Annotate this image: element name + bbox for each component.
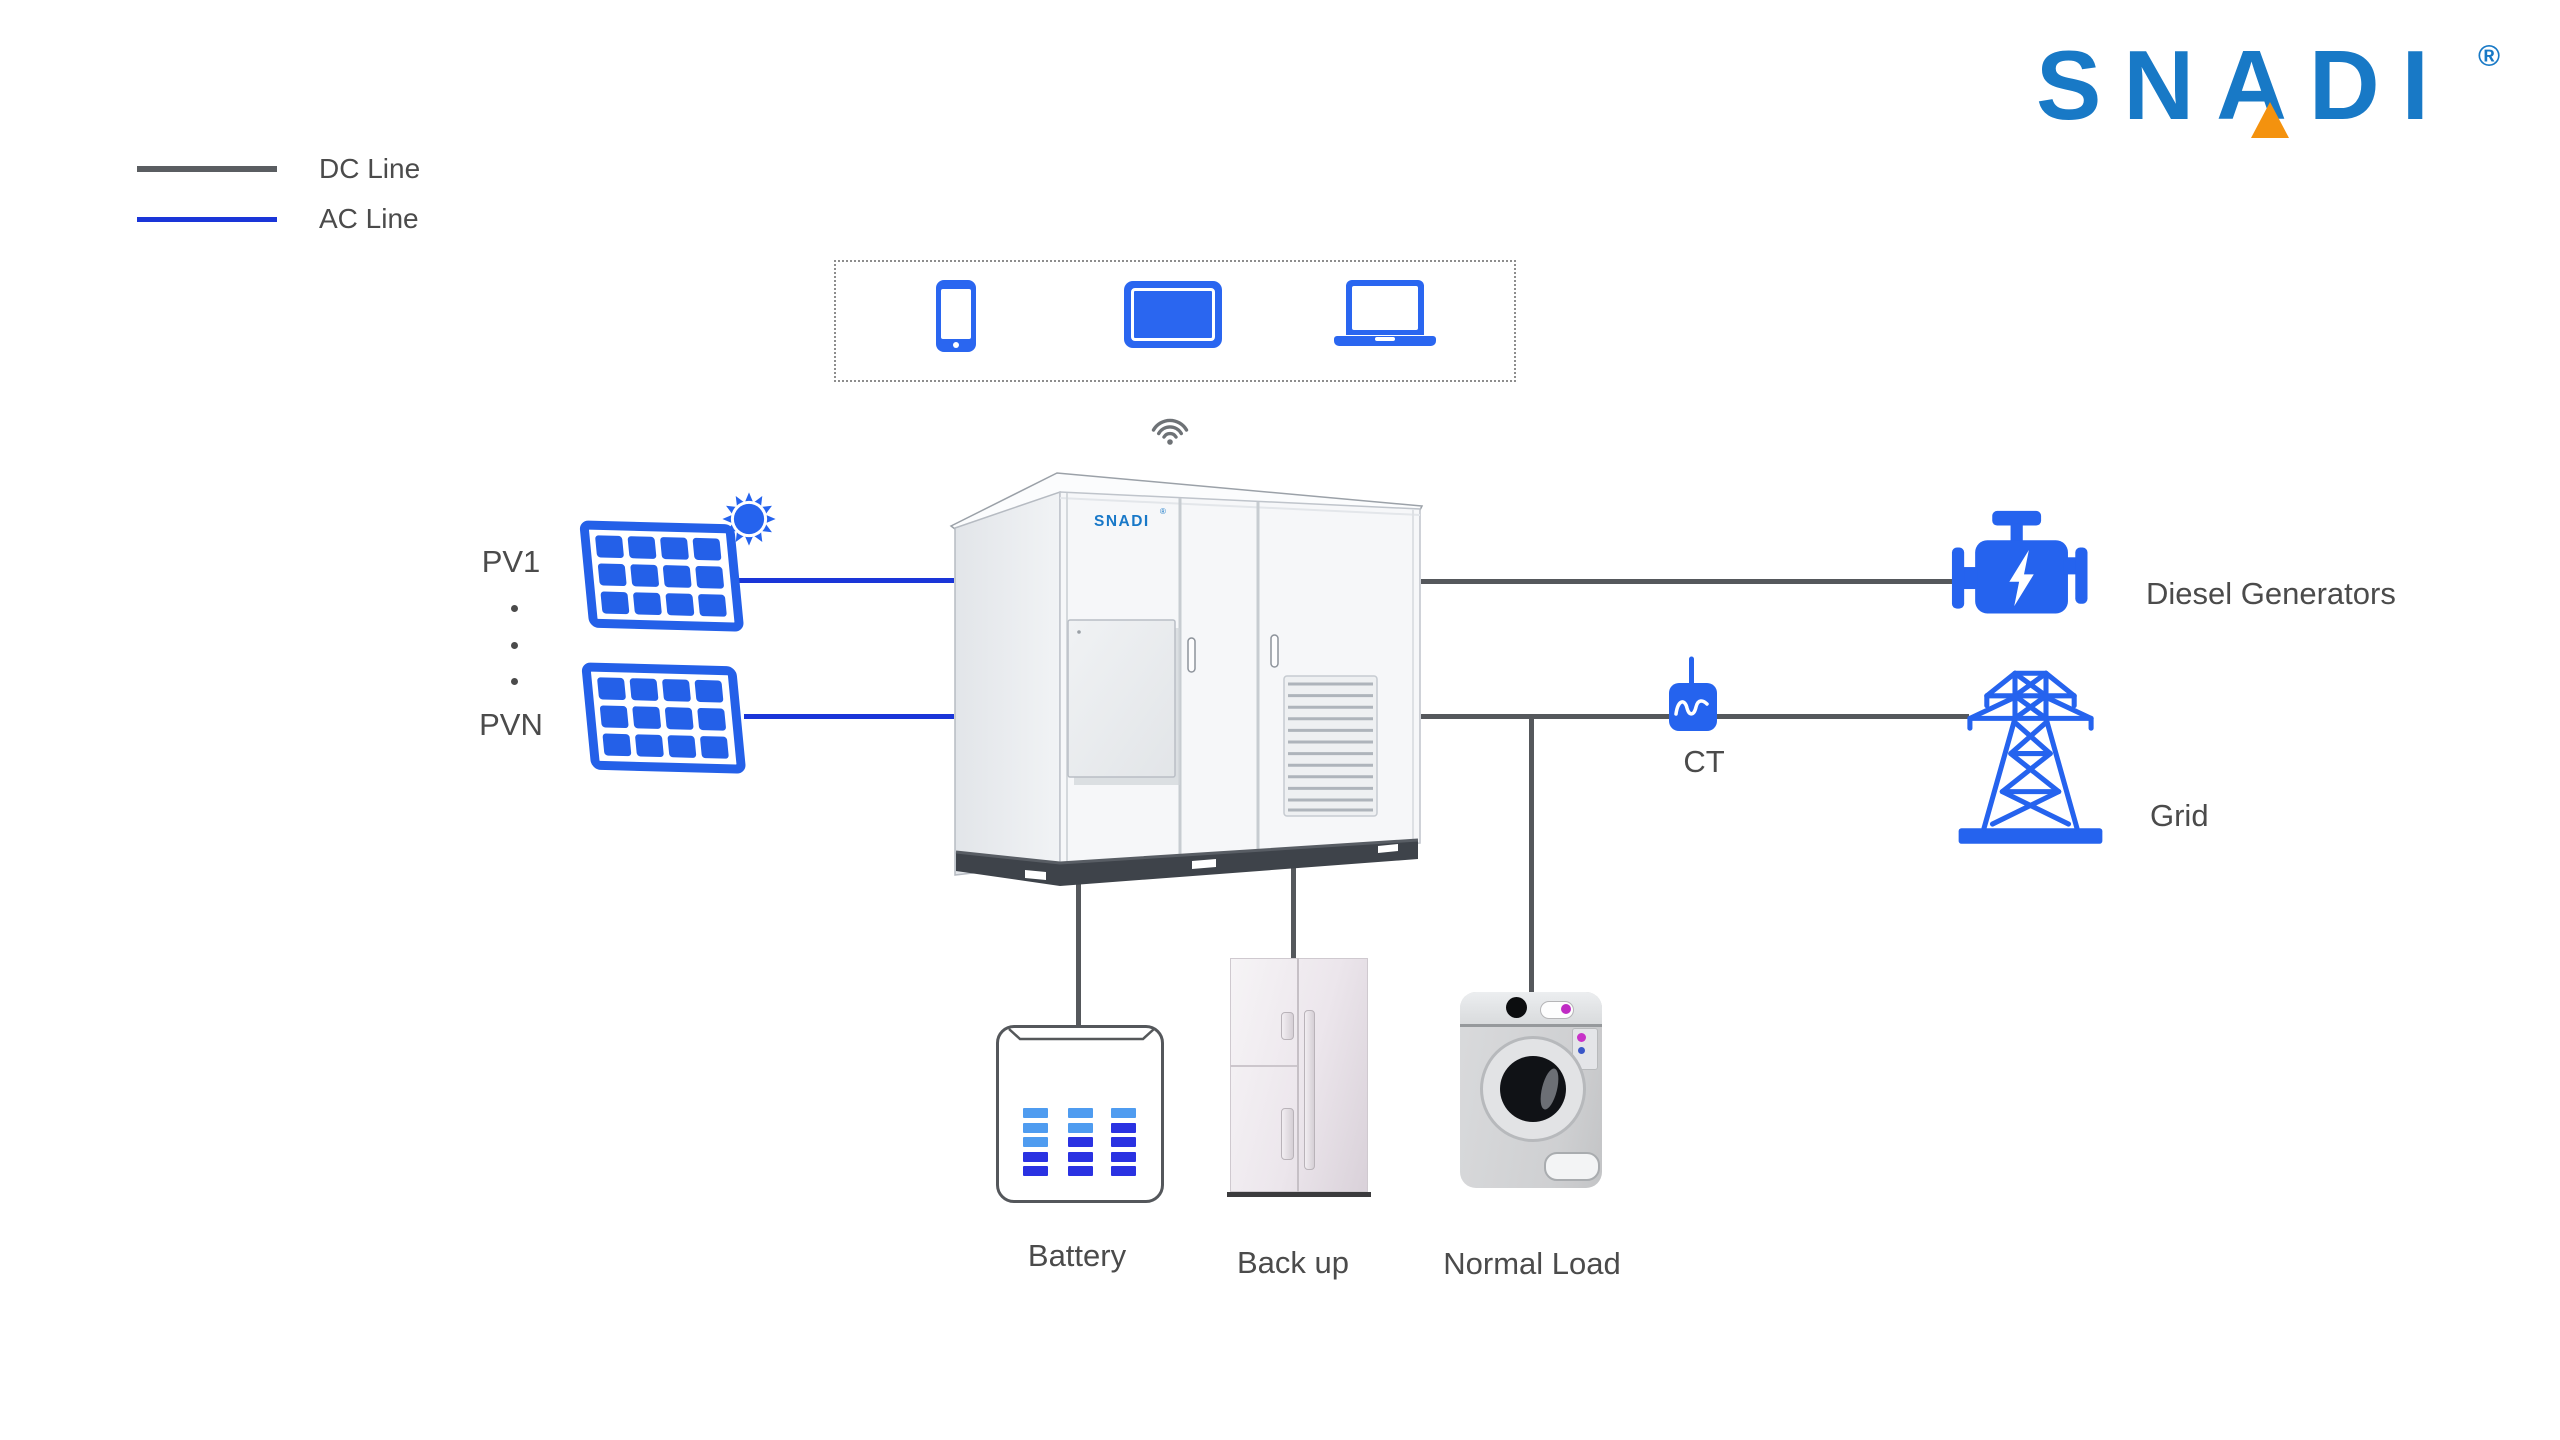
laptop-icon — [1334, 280, 1436, 346]
washer-drum-highlight — [1537, 1066, 1562, 1112]
tablet-screen — [1131, 288, 1215, 341]
battery-bars-column — [1068, 1108, 1093, 1181]
washer-door — [1480, 1036, 1586, 1142]
fridge-freezer-divider — [1230, 1065, 1297, 1067]
backup-fridge-icon — [1227, 958, 1371, 1197]
washer-control-panel — [1460, 992, 1602, 1027]
washer-knob — [1506, 997, 1527, 1018]
grid-label: Grid — [2150, 798, 2209, 833]
battery-lid-seam — [1008, 1028, 1155, 1041]
laptop-base — [1334, 336, 1436, 346]
legend-row-ac: AC Line — [137, 203, 419, 234]
ct-label: CT — [1683, 744, 1725, 779]
pvn-solar-panel-icon — [581, 662, 746, 774]
normal-load-washer-icon — [1460, 992, 1602, 1188]
pvn-label: PVN — [479, 707, 543, 742]
pv1-ac-line — [738, 578, 954, 583]
smartphone-screen — [941, 289, 971, 339]
dc-line-swatch — [137, 166, 277, 172]
sun-icon — [722, 492, 776, 546]
battery-bars-column — [1023, 1108, 1048, 1181]
pv1-solar-panel-icon — [579, 520, 744, 632]
battery-icon — [996, 1025, 1164, 1203]
backup-label: Back up — [1236, 1245, 1349, 1280]
normal-load-branch-line — [1529, 716, 1534, 996]
washer-display — [1540, 1001, 1574, 1019]
diesel-generators-label: Diesel Generators — [2146, 576, 2396, 611]
brand-logo-triangle-icon — [2251, 102, 2289, 138]
laptop-display — [1352, 286, 1418, 330]
laptop-notch — [1375, 337, 1395, 341]
battery-line — [1076, 884, 1081, 1030]
laptop-screen — [1346, 280, 1424, 335]
ct-sensor-icon — [1669, 656, 1717, 731]
washer-drum — [1500, 1056, 1566, 1122]
diesel-dc-line — [1421, 579, 1955, 584]
pv-ellipsis-dot: · — [511, 678, 518, 685]
fridge-handle — [1281, 1108, 1294, 1160]
smartphone-icon — [936, 280, 976, 352]
pv-ellipsis-dot: · — [511, 642, 518, 649]
battery-bars-column — [1111, 1108, 1136, 1181]
monitoring-devices-box — [834, 260, 1516, 382]
brand-logo: SNADI ® — [2036, 30, 2506, 150]
dc-line-label: DC Line — [319, 153, 421, 184]
backup-line — [1291, 862, 1296, 962]
normal-load-label: Normal Load — [1443, 1246, 1621, 1281]
diesel-generator-icon — [1951, 510, 2088, 614]
ac-line-label: AC Line — [319, 203, 419, 234]
pv1-label: PV1 — [481, 544, 541, 579]
smartphone-home-button — [953, 342, 959, 348]
legend-row-dc: DC Line — [137, 153, 421, 184]
fridge-door-divider — [1297, 958, 1299, 1192]
battery-label: Battery — [1027, 1238, 1127, 1273]
cabinet-logo-text: SNADI — [1094, 513, 1150, 530]
fridge-handle — [1281, 1012, 1294, 1040]
fridge-handle — [1304, 1010, 1315, 1170]
washer-detergent-tray — [1544, 1152, 1600, 1181]
ac-line-swatch — [137, 216, 277, 222]
pv-ellipsis-dot: · — [511, 605, 518, 612]
inverter-cabinet: SNADI ® — [949, 472, 1424, 886]
pvn-ac-line — [744, 714, 954, 719]
brand-registered-mark: ® — [2478, 40, 2501, 73]
wifi-icon — [1151, 418, 1189, 445]
fridge-body — [1230, 958, 1368, 1192]
tablet-icon — [1124, 281, 1222, 348]
washer-power-dot — [1561, 1004, 1571, 1014]
grid-tower-icon — [1958, 670, 2103, 844]
brand-logo-text: SNADI — [2036, 30, 2451, 140]
fridge-base — [1227, 1192, 1371, 1197]
cabinet-logo-mark: ® — [1160, 507, 1166, 516]
